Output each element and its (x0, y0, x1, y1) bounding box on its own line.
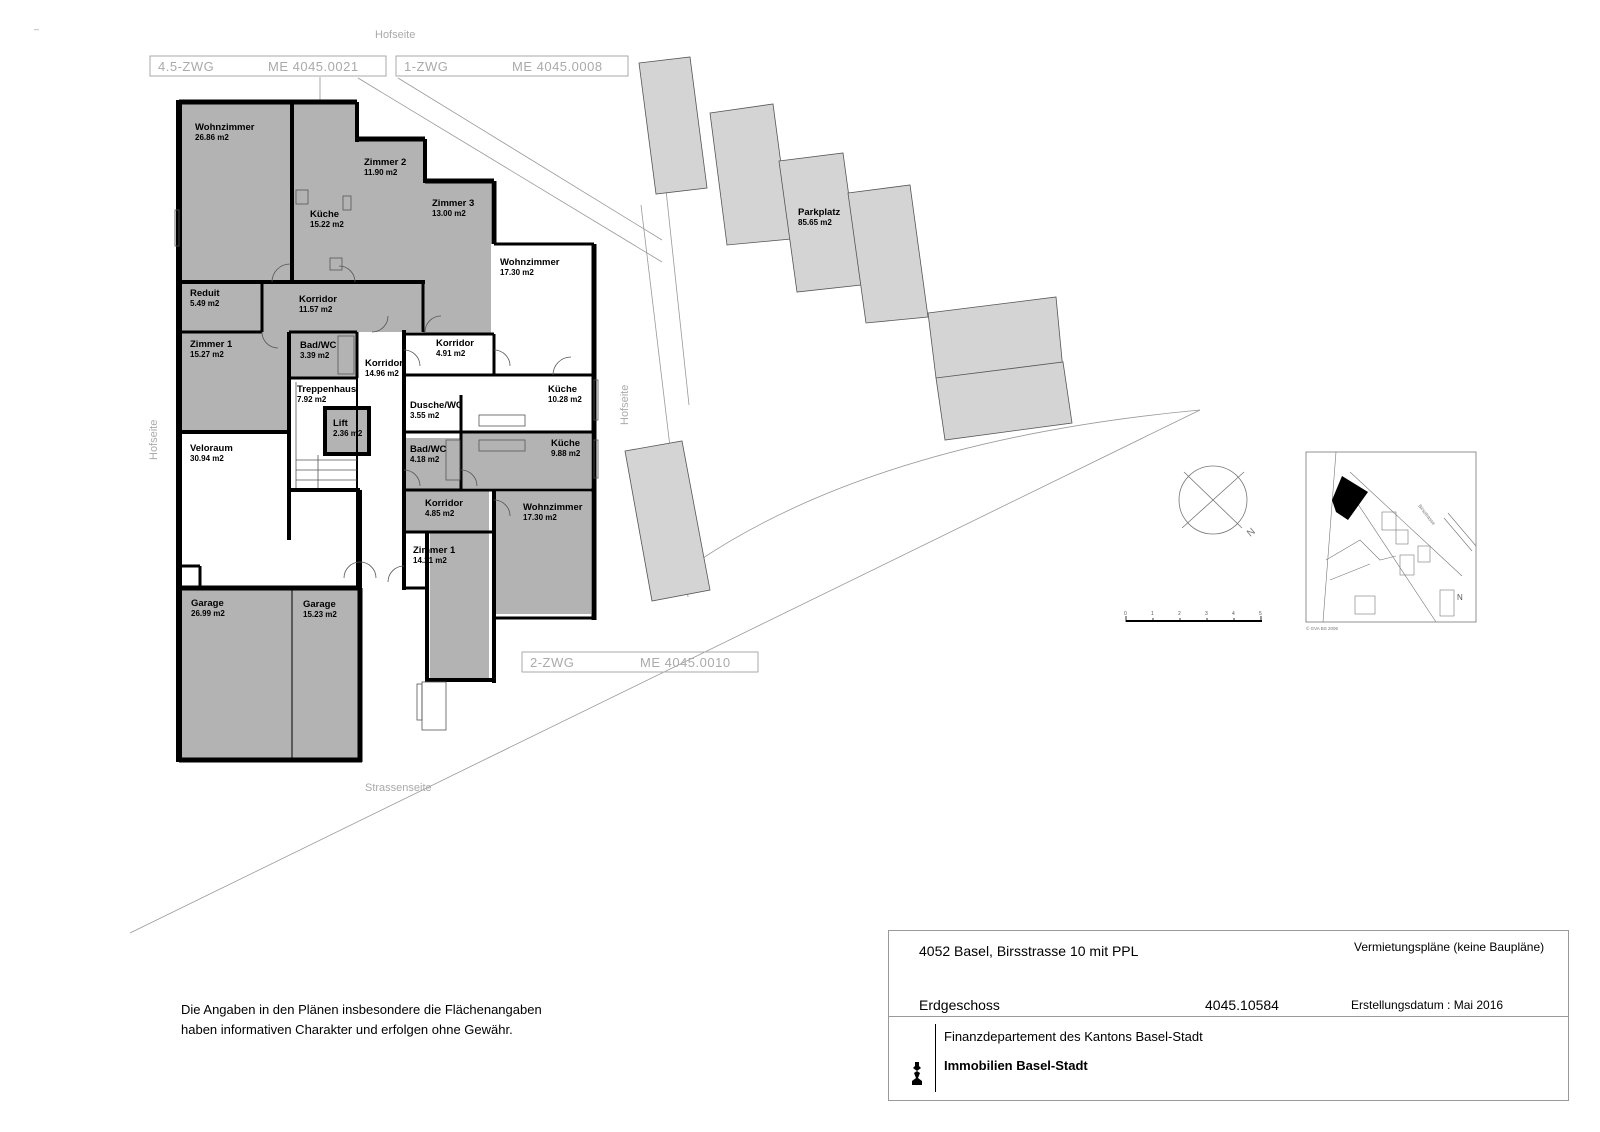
scale-tick-5: 5 (1259, 611, 1262, 617)
wall-details (174, 189, 599, 731)
room-area: 15.22 m2 (310, 220, 344, 229)
room-name: Bad/WC (300, 340, 337, 351)
disclaimer-line-1: Die Angaben in den Plänen insbesondere d… (181, 1002, 542, 1017)
room-area: 15.27 m2 (190, 350, 224, 359)
room-name: Küche (548, 384, 577, 395)
department: Finanzdepartement des Kantons Basel-Stad… (944, 1029, 1203, 1044)
room-area: 5.49 m2 (190, 299, 220, 308)
room-name: Treppenhaus (297, 384, 356, 395)
address: 4052 Basel, Birsstrasse 10 mit PPL (919, 943, 1139, 959)
north-arrow-icon: N (1178, 465, 1258, 539)
organization: Immobilien Basel-Stadt (944, 1058, 1088, 1073)
room-area: 3.39 m2 (300, 351, 330, 360)
label-top-side: Hofseite (375, 29, 415, 41)
unit-type-1: 4.5-ZWG (158, 59, 214, 74)
room-area: 30.94 m2 (190, 454, 224, 463)
scale-tick-4: 4 (1232, 611, 1235, 617)
floor-name: Erdgeschoss (919, 997, 1000, 1013)
room-area: 14.21 m2 (413, 556, 447, 565)
room-area: 10.28 m2 (548, 395, 582, 404)
site-boundary (699, 409, 1201, 561)
scale-bar: 0 1 2 3 4 5 (1124, 611, 1262, 622)
corner-mark: – (34, 24, 39, 34)
basel-crest-icon (912, 1062, 922, 1085)
title-block-vbar (935, 1024, 936, 1092)
room-area: 85.65 m2 (798, 218, 832, 227)
scale-tick-3: 3 (1205, 611, 1208, 617)
scale-tick-1: 1 (1151, 611, 1154, 617)
unit-box-2: 1-ZWG ME 4045.0008 (395, 55, 629, 77)
room-name: Küche (551, 438, 580, 449)
object-code: 4045.10584 (1205, 997, 1279, 1013)
room-name: Wohnzimmer (500, 257, 560, 268)
label-left-side: Hofseite (148, 420, 160, 460)
room-area: 11.90 m2 (364, 168, 398, 177)
room-name: Lift (333, 418, 349, 429)
room-fills (182, 103, 591, 758)
room-name: Bad/WC (410, 444, 447, 455)
room-area: 26.86 m2 (195, 133, 229, 142)
creation-date: Erstellungsdatum : Mai 2016 (1351, 998, 1504, 1012)
room-name: Korridor (436, 338, 474, 349)
room-area: 2.36 m2 (333, 429, 363, 438)
room-area: 11.57 m2 (299, 305, 333, 314)
room-name: Parkplatz (798, 207, 840, 218)
plan-note: Vermietungspläne (keine Baupläne) (1354, 940, 1545, 954)
room-name: Korridor (425, 498, 463, 509)
parking-area (624, 56, 1073, 602)
unit-box-1: 4.5-ZWG ME 4045.0021 (149, 55, 387, 77)
title-block: 4052 Basel, Birsstrasse 10 mit PPL Vermi… (888, 930, 1569, 1101)
room-name: Garage (191, 598, 224, 609)
room-name: Dusche/WC (410, 400, 463, 411)
scale-tick-2: 2 (1178, 611, 1181, 617)
scale-tick-0: 0 (1124, 611, 1127, 617)
building-marker (1332, 476, 1368, 520)
room-area: 14.96 m2 (365, 369, 399, 378)
site-copyright: © GVA BS 2006 (1306, 625, 1338, 631)
room-area: 4.85 m2 (425, 509, 455, 518)
room-name: Zimmer 2 (364, 157, 406, 168)
room-area: 7.92 m2 (297, 395, 327, 404)
room-area: 9.88 m2 (551, 449, 581, 458)
unit-box-3: 2-ZWG ME 4045.0010 (521, 651, 759, 673)
site-north: N (1457, 593, 1463, 602)
label-right-side: Hofseite (619, 385, 631, 425)
compass-n: N (1245, 526, 1258, 539)
room-name: Zimmer 3 (432, 198, 474, 209)
room-name: Wohnzimmer (523, 502, 583, 513)
unit-me-2: ME 4045.0008 (512, 59, 603, 74)
room-area: 4.18 m2 (410, 455, 440, 464)
room-area: 4.91 m2 (436, 349, 466, 358)
label-bottom-side: Strassenseite (365, 782, 432, 794)
unit-type-3: 2-ZWG (530, 655, 574, 670)
site-plan-inset: Birsstrasse N © GVA BS 2006 (1305, 451, 1477, 631)
room-name: Zimmer 1 (190, 339, 233, 350)
room-area: 17.30 m2 (500, 268, 534, 277)
room-name: Reduit (190, 288, 220, 299)
disclaimer: Die Angaben in den Plänen insbesondere d… (181, 1000, 621, 1040)
room-name: Garage (303, 599, 336, 610)
room-name: Veloraum (190, 443, 233, 454)
room-name: Wohnzimmer (195, 122, 255, 133)
title-block-divider (889, 1016, 1568, 1017)
room-name: Küche (310, 209, 339, 220)
room-area: 26.99 m2 (191, 609, 225, 618)
room-name: Korridor (365, 358, 403, 369)
room-area: 3.55 m2 (410, 411, 440, 420)
room-name: Korridor (299, 294, 337, 305)
room-area: 15.23 m2 (303, 610, 337, 619)
unit-me-1: ME 4045.0021 (268, 59, 359, 74)
unit-type-2: 1-ZWG (404, 59, 448, 74)
unit-me-3: ME 4045.0010 (640, 655, 731, 670)
room-name: Zimmer 1 (413, 545, 456, 556)
room-labels: Wohnzimmer 26.86 m2 Küche 15.22 m2 Zimme… (190, 122, 840, 619)
room-area: 17.30 m2 (523, 513, 557, 522)
disclaimer-line-2: haben informativen Charakter und erfolge… (181, 1022, 513, 1037)
room-area: 13.00 m2 (432, 209, 466, 218)
